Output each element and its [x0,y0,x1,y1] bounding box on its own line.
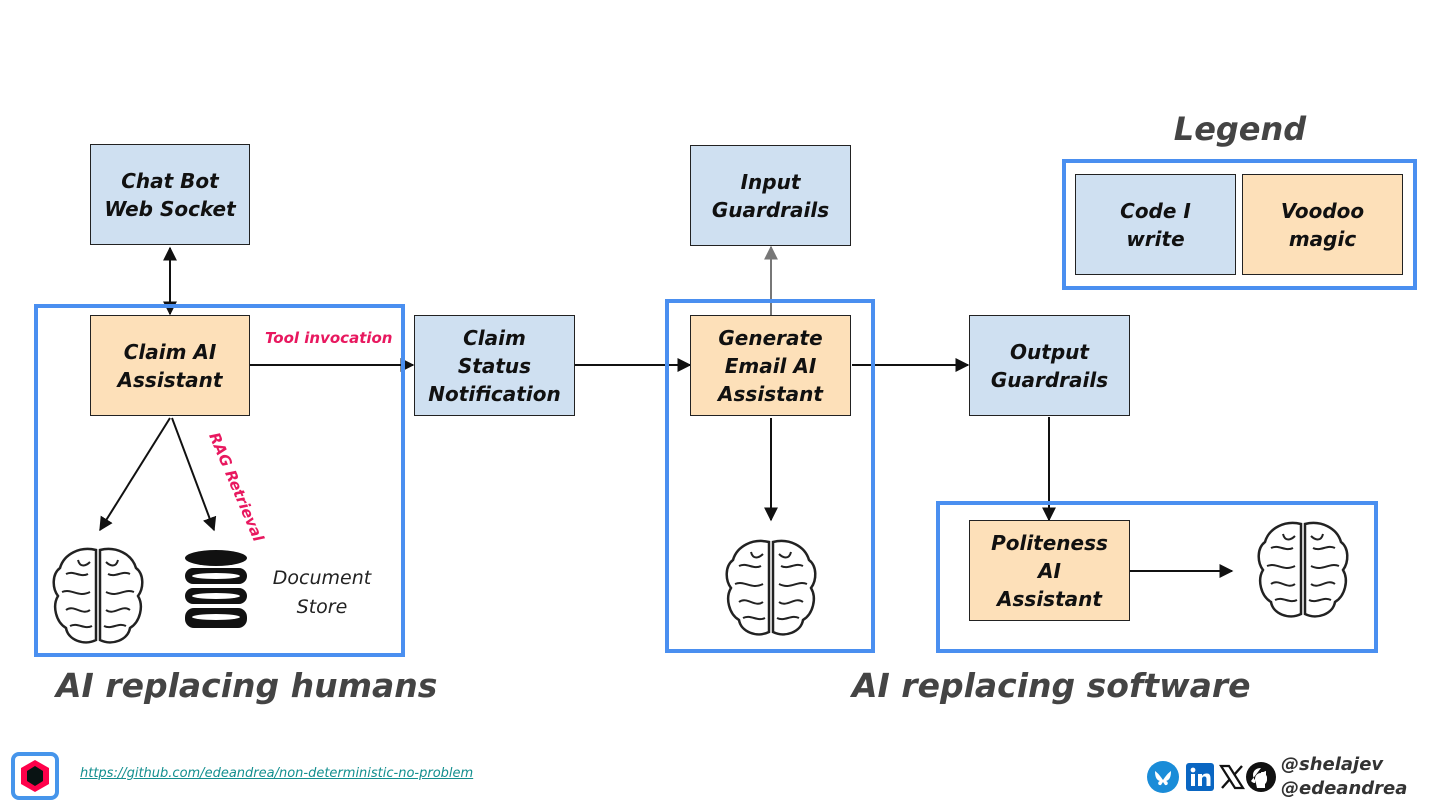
handle-shelajev: @shelajev [1281,754,1384,775]
claim-ai-label: Claim AI Assistant [117,339,223,392]
politeness-label: Politeness AI Assistant [991,530,1108,611]
handle-edeandrea: @edeandrea [1281,778,1408,799]
brain-icon [723,536,819,644]
document-store-label: Document Store [272,567,372,618]
arrow-claim-brain [99,417,171,532]
generate-email-label: Generate Email AI Assistant [718,325,823,406]
github-icon[interactable] [1244,760,1278,794]
frame-generate-email [665,299,875,653]
chatbot-websocket-box: Chat Bot Web Socket [90,144,250,245]
tool-invocation-label: Tool invocation [265,329,393,347]
caption-ai-replacing-software: AI replacing software [852,666,1251,705]
bluesky-icon[interactable] [1146,760,1180,794]
chatbot-label: Chat Bot Web Socket [104,168,236,221]
frame-politeness [936,501,1378,653]
brain-icon [1255,518,1351,626]
frame-ai-replacing-humans [34,304,405,657]
arrow-claim-store [171,417,217,532]
generate-email-box: Generate Email AI Assistant [690,315,851,416]
legend-code-box: Code I write [1075,174,1236,275]
github-repo-link[interactable]: https://github.com/edeandrea/non-determi… [80,766,474,781]
output-guardrails-box: Output Guardrails [969,315,1130,416]
x-icon[interactable] [1217,761,1247,793]
legend-code-label: Code I write [1120,198,1191,251]
claim-ai-assistant-box: Claim AI Assistant [90,315,250,416]
legend-voodoo-box: Voodoo magic [1242,174,1403,275]
input-guardrails-label: Input Guardrails [711,169,830,222]
input-guardrails-box: Input Guardrails [690,145,851,246]
frame-legend [1062,159,1417,290]
claim-status-notification-box: Claim Status Notification [414,315,575,416]
claim-status-label: Claim Status Notification [428,325,561,406]
legend-title: Legend [1173,110,1307,148]
quarkus-logo [10,751,60,801]
output-guardrails-label: Output Guardrails [990,339,1109,392]
caption-ai-replacing-humans: AI replacing humans [56,666,438,705]
database-icon [180,548,252,638]
brain-icon [50,544,146,652]
politeness-ai-box: Politeness AI Assistant [969,520,1130,621]
legend-voodoo-label: Voodoo magic [1280,198,1365,251]
linkedin-icon[interactable] [1184,761,1216,793]
